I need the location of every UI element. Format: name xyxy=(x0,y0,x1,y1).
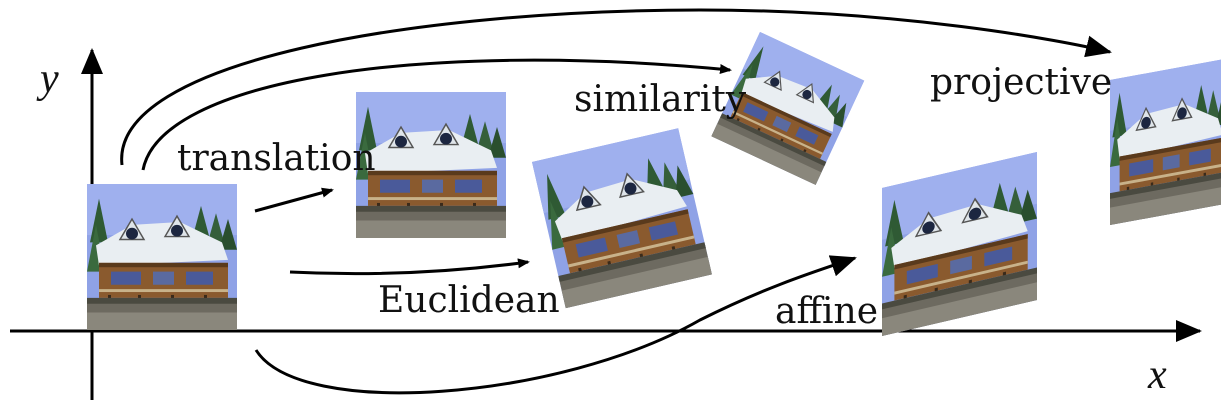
affine-image xyxy=(881,151,1038,337)
affine-arrow xyxy=(254,255,857,395)
projective-label: projective xyxy=(930,62,1112,103)
translation-label: translation xyxy=(177,138,376,179)
euclidean-arrow xyxy=(289,258,530,276)
similarity-arrow xyxy=(141,58,732,171)
projective-image xyxy=(1109,57,1221,226)
projective-arrow xyxy=(120,8,1112,166)
euclidean-label: Euclidean xyxy=(378,280,560,321)
translation-image xyxy=(355,91,507,239)
original-image xyxy=(86,183,238,331)
translation-arrow xyxy=(254,187,334,213)
affine-label: affine xyxy=(775,291,878,332)
y-axis-label: y xyxy=(36,56,59,102)
similarity-label: similarity xyxy=(574,79,747,120)
x-axis-label: x xyxy=(1147,352,1167,398)
